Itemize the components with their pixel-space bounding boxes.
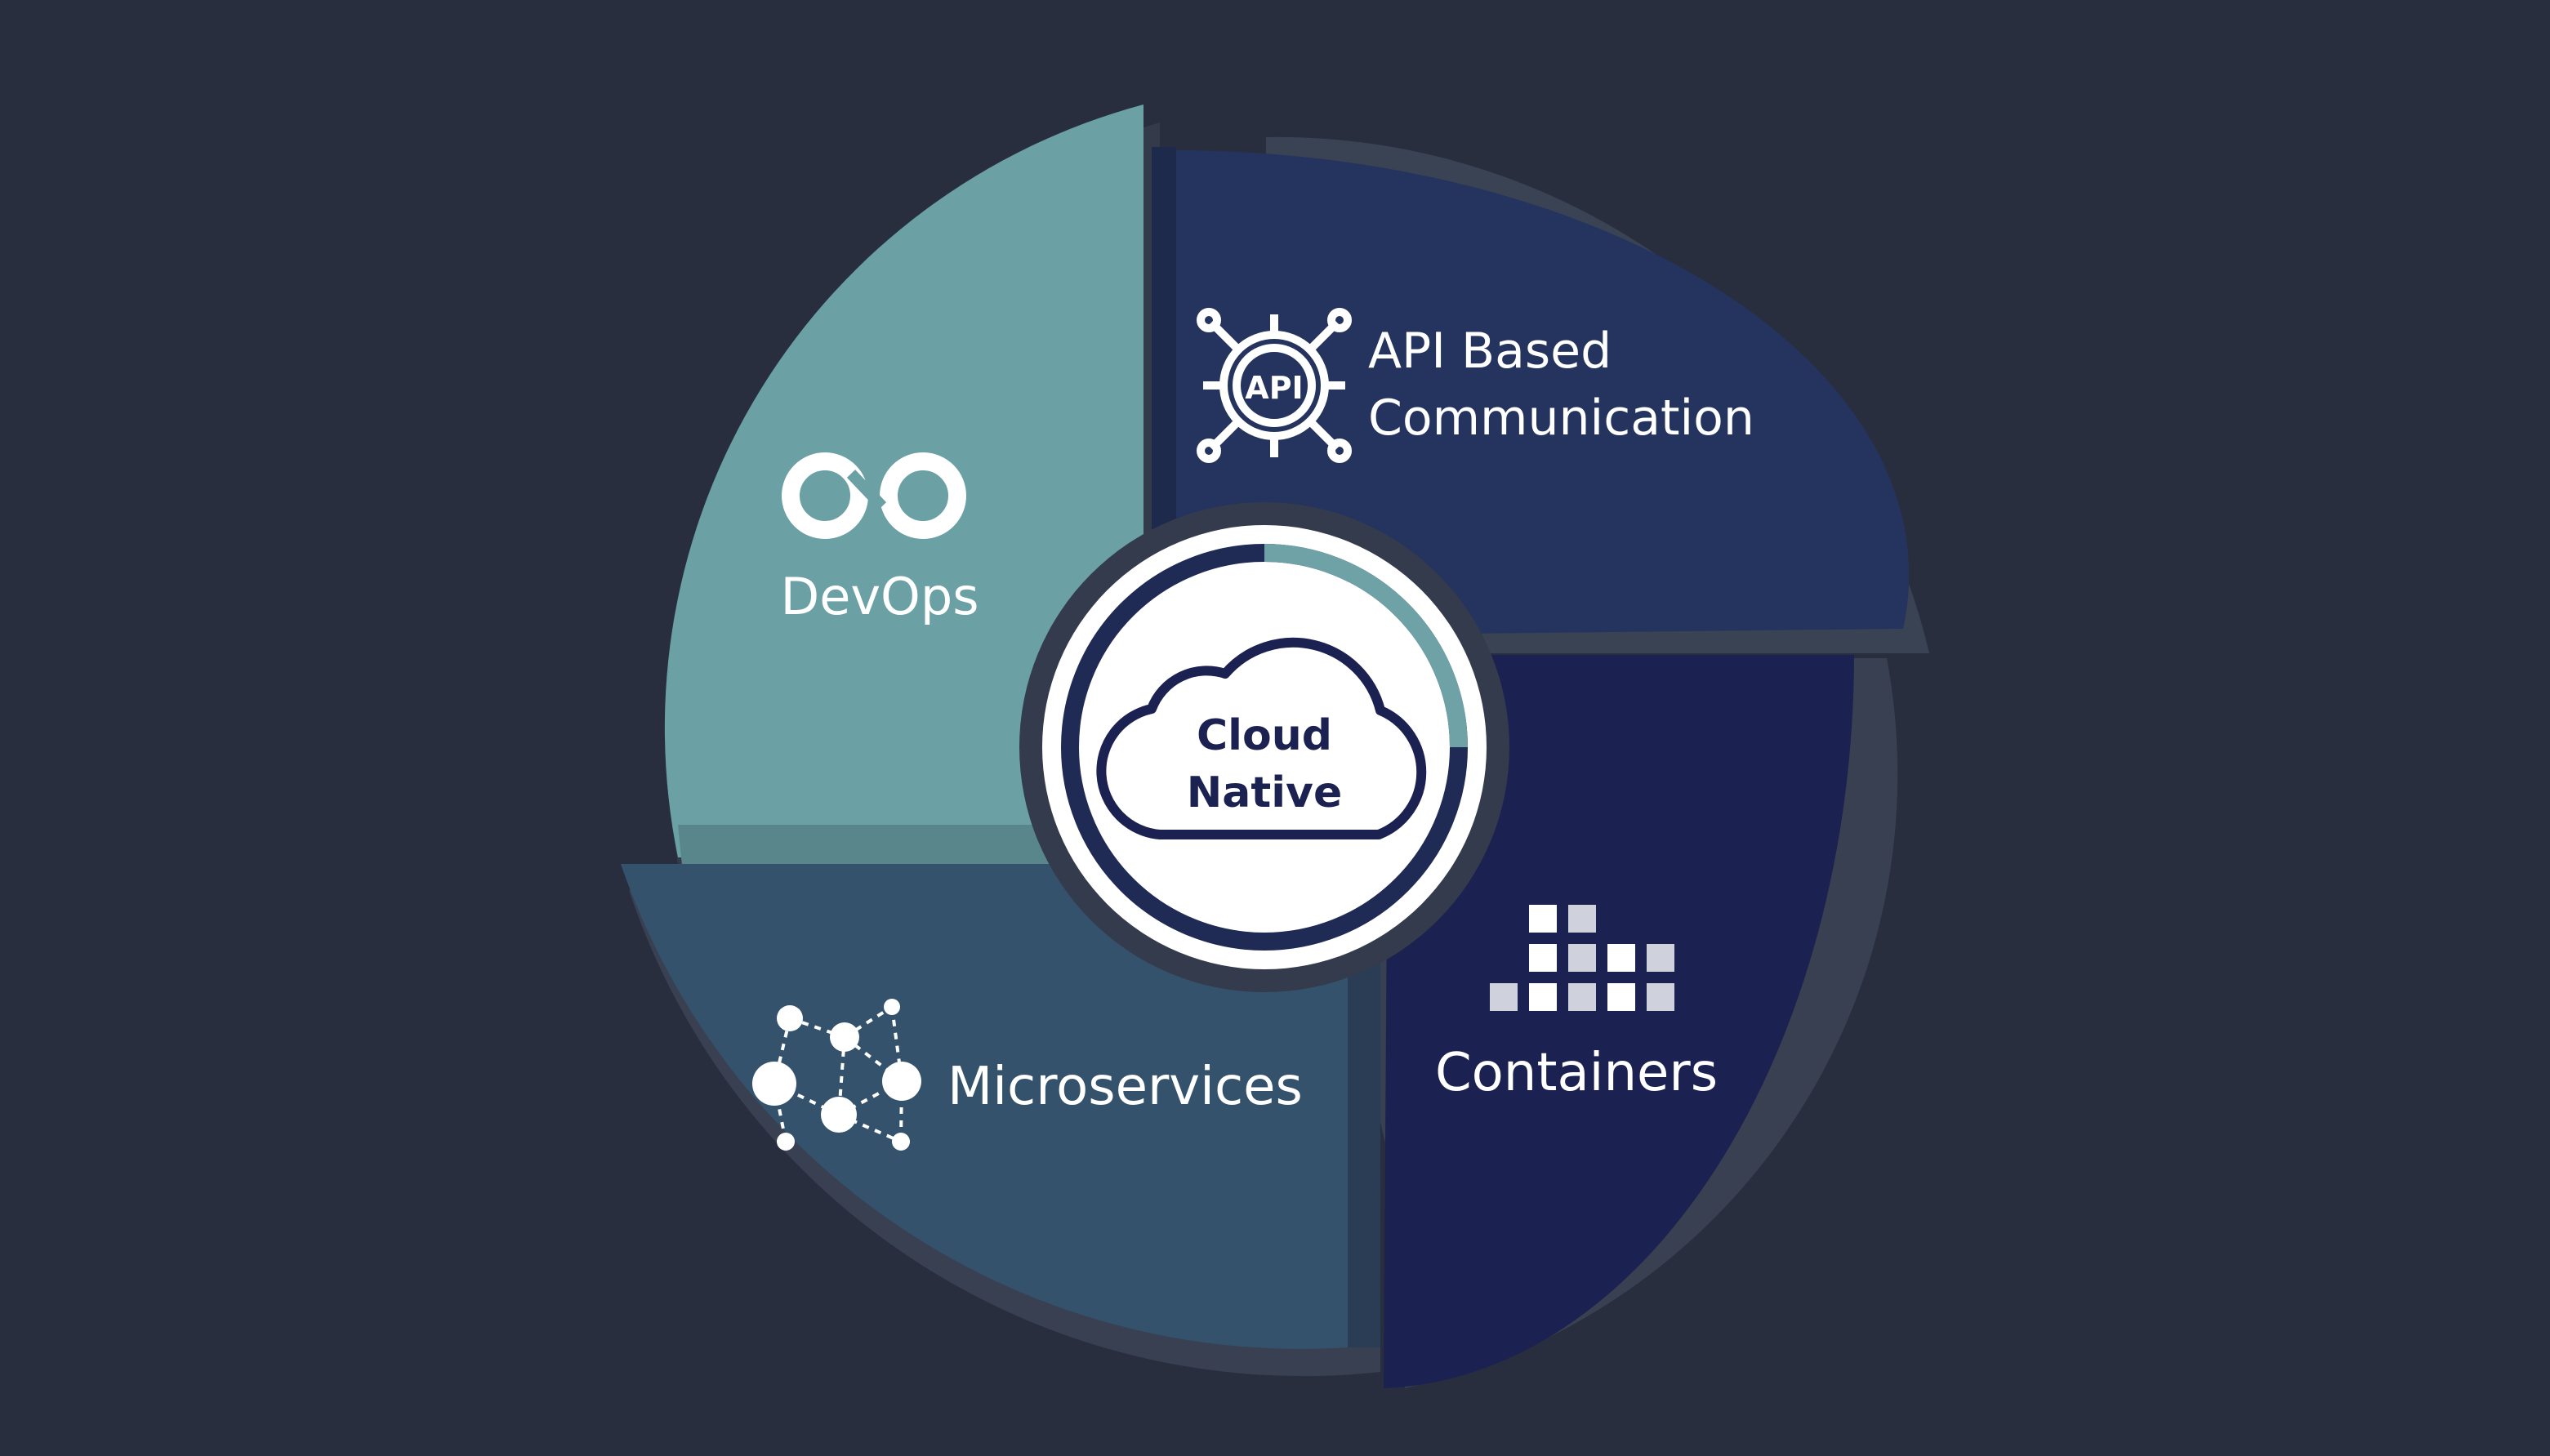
segment-devops-base [678, 825, 1143, 866]
api-icon-text: API [1245, 370, 1303, 406]
cloud-icon [1096, 637, 1427, 839]
center-ring-accent [1264, 544, 1468, 748]
containers-label: Containers [1435, 1043, 1718, 1103]
devops-label: DevOps [780, 567, 979, 626]
microservices-label: Microservices [947, 1057, 1303, 1117]
api-label-line2: Communication [1368, 390, 1754, 447]
api-label-line1: API Based [1368, 323, 1612, 380]
center-label-line2: Native [1187, 768, 1342, 817]
api-gear-icon [1197, 308, 1352, 463]
containers-blocks-icon [1490, 905, 1674, 1011]
microservices-network-icon [752, 999, 921, 1151]
center-hub: Cloud Native [1019, 502, 1509, 992]
segment-api-edge [1152, 147, 1176, 645]
segment-containers [1384, 655, 1854, 1388]
devops-infinity-icon [782, 452, 966, 539]
segment-devops [664, 105, 1143, 857]
segment-api [1173, 149, 1910, 638]
center-label-line1: Cloud [1197, 711, 1332, 760]
segment-microservices [621, 864, 1348, 1349]
segment-microservices-edge [1348, 864, 1380, 1347]
